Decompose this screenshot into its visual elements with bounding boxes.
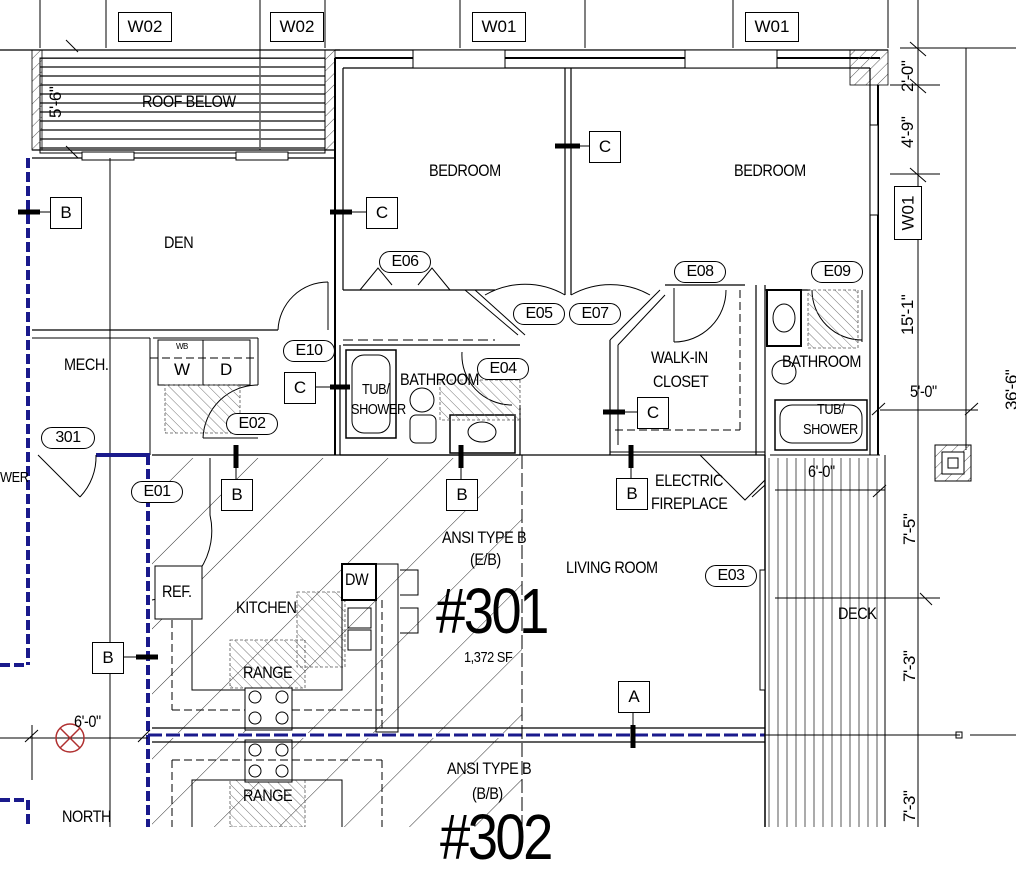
window-tag-w01-vertical: W01: [894, 186, 922, 240]
wall-tag-b: B: [221, 479, 253, 511]
wall-tag-c: C: [284, 372, 316, 404]
wall-tag-b: B: [92, 642, 124, 674]
door-tag-e03: E03: [705, 565, 757, 587]
dimension-7ft3-b: 7'-3": [900, 790, 919, 822]
appliance-wb: WB: [176, 342, 188, 351]
room-label-walk-in: WALK-IN: [651, 348, 708, 367]
room-label-tub-shower-1b: SHOWER: [351, 401, 406, 418]
room-label-bathroom-2: BATHROOM: [782, 352, 862, 371]
room-label-den: DEN: [164, 233, 194, 252]
window-tag-w01: W01: [472, 12, 526, 42]
room-label-north: NORTH: [62, 807, 111, 826]
door-tag-e09: E09: [811, 261, 863, 283]
room-label-electric: ELECTRIC: [655, 471, 724, 490]
unit-type-label: ANSI TYPE B: [442, 528, 527, 547]
dimension-roof-depth: 5'-6": [46, 86, 65, 118]
wall-tag-b: B: [616, 478, 648, 510]
unit-area: 1,372 SF: [464, 649, 513, 666]
floor-plan-drawing: [0, 0, 1016, 827]
window-tag-w01: W01: [745, 12, 799, 42]
appliance-range-1: RANGE: [243, 663, 293, 682]
room-label-roof-below: ROOF BELOW: [142, 92, 236, 111]
wall-tag-c: C: [366, 197, 398, 229]
door-tag-e01: E01: [131, 481, 183, 503]
room-label-bathroom-1: BATHROOM: [400, 370, 480, 389]
tub-label-line: TUB/: [362, 381, 390, 398]
room-label-bedroom-1: BEDROOM: [429, 161, 501, 180]
dimension-2ft: 2'-0": [898, 60, 917, 92]
door-tag-e05: E05: [513, 303, 565, 325]
door-tag-e10: E10: [283, 340, 335, 362]
unit-number: #301: [436, 575, 549, 647]
room-label-mech: MECH.: [64, 355, 109, 374]
wall-tag-b: B: [446, 479, 478, 511]
wall-tag-a: A: [618, 681, 650, 713]
next-unit-type-code: (B/B): [472, 784, 503, 803]
appliance-dryer: D: [220, 360, 232, 379]
door-tag-e08: E08: [674, 261, 726, 283]
room-label-closet: CLOSET: [653, 372, 709, 391]
door-tag-e06: E06: [379, 251, 431, 273]
wall-tag-c: C: [589, 131, 621, 163]
dimension-7ft5: 7'-5": [900, 513, 919, 545]
room-label-bedroom-2: BEDROOM: [734, 161, 806, 180]
room-label-kitchen: KITCHEN: [236, 598, 297, 617]
room-label-tub-shower-2: TUB/: [817, 401, 845, 418]
dimension-6ft-left: 6'-0": [74, 712, 101, 731]
room-label-tub-shower-1: TUB/: [362, 380, 390, 400]
door-tag-e02: E02: [226, 413, 278, 435]
window-tag-w02: W02: [270, 12, 324, 42]
door-tag-e07: E07: [569, 303, 621, 325]
appliance-range-2: RANGE: [243, 786, 293, 805]
appliance-dishwasher: DW: [345, 570, 369, 589]
door-tag-e04: E04: [477, 358, 529, 380]
unit-type-code: (E/B): [470, 550, 501, 569]
appliance-refrigerator: REF.: [162, 582, 192, 601]
unit-tag-301: 301: [41, 427, 95, 449]
dimension-7ft3: 7'-3": [900, 650, 919, 682]
next-unit-type-label: ANSI TYPE B: [447, 759, 532, 778]
room-label-fireplace: FIREPLACE: [651, 494, 728, 513]
room-label-living-room: LIVING ROOM: [566, 558, 658, 577]
window-tag-w02: W02: [118, 12, 172, 42]
dimension-5ft: 5'-0": [910, 382, 937, 401]
next-unit-number: #302: [440, 801, 553, 873]
dimension-6ft-deck: 6'-0": [808, 462, 835, 481]
room-label-deck: DECK: [838, 604, 877, 623]
wall-tag-c: C: [637, 397, 669, 429]
window-tag-label: W01: [898, 195, 917, 231]
dimension-overall-partial: 36'-6": [1002, 369, 1016, 410]
wall-tag-b: B: [50, 197, 82, 229]
room-label-tub-shower-2b: SHOWER: [803, 421, 858, 438]
room-label-shower-partial: WER: [0, 469, 29, 486]
dimension-4ft9: 4'-9": [898, 116, 917, 148]
dimension-15ft1: 15'-1": [898, 294, 917, 335]
appliance-washer: W: [174, 360, 190, 379]
